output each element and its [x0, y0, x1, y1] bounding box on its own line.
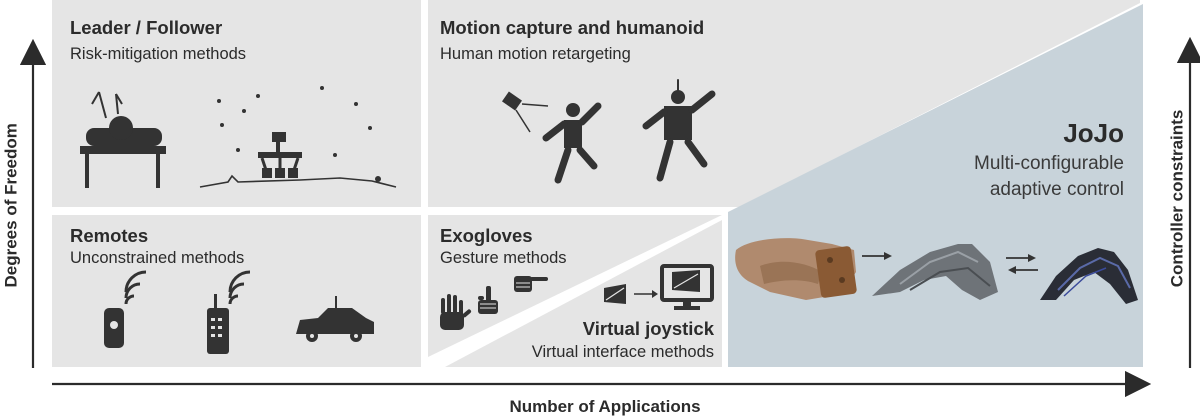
- joystick-subtitle: Virtual interface methods: [531, 343, 714, 361]
- panel-leader-follower: [52, 0, 421, 207]
- flexible-structure-photo-2: [1040, 248, 1138, 304]
- surgery-table-icon: [80, 91, 166, 188]
- flexible-structure-photo: [872, 244, 998, 300]
- jojo-subtitle-line2: adaptive control: [989, 179, 1124, 200]
- remotes-title: Remotes: [70, 225, 149, 246]
- remotes-subtitle: Unconstrained methods: [70, 249, 245, 267]
- pointing-hand-icon: [514, 276, 548, 292]
- thumbs-up-icon: [478, 286, 498, 314]
- hand-held-controller-photo: [735, 238, 857, 300]
- jojo-subtitle-line1: Multi-configurable: [974, 153, 1124, 174]
- hand-open-icon: [440, 294, 472, 330]
- constraint-axis-label: Controller constraints: [1167, 109, 1187, 288]
- bidirectional-arrows: [1006, 254, 1038, 274]
- jojo-title: JoJo: [1063, 118, 1124, 148]
- mars-rover-icon: [199, 86, 397, 188]
- y-axis-label: Degrees of Freedom: [1, 123, 21, 288]
- remote-control-icon: [104, 270, 147, 348]
- human-figure-icon: [542, 102, 602, 184]
- mocap-title: Motion capture and humanoid: [440, 17, 705, 38]
- x-axis-label-text: Number of Applications: [509, 397, 701, 416]
- motion-capture-camera-icon: [502, 91, 549, 133]
- transfer-arrow: [862, 252, 892, 260]
- joystick-title: Virtual joystick: [582, 318, 714, 339]
- leader-subtitle: Risk-mitigation methods: [70, 45, 247, 63]
- exogloves-title: Exogloves: [440, 225, 533, 246]
- humanoid-robot-icon: [642, 79, 716, 182]
- vr-interface-icon: [604, 264, 714, 310]
- panel-exogloves: [428, 215, 722, 357]
- mocap-subtitle: Human motion retargeting: [440, 45, 631, 63]
- x-axis-label: Number of Applications: [0, 398, 1200, 415]
- panel-motion-capture: [428, 0, 1140, 207]
- leader-title: Leader / Follower: [70, 17, 223, 38]
- walkie-talkie-icon: [207, 270, 251, 354]
- exogloves-subtitle: Gesture methods: [440, 249, 567, 267]
- rc-car-icon: [296, 296, 374, 342]
- panel-virtual-joystick: [445, 220, 722, 367]
